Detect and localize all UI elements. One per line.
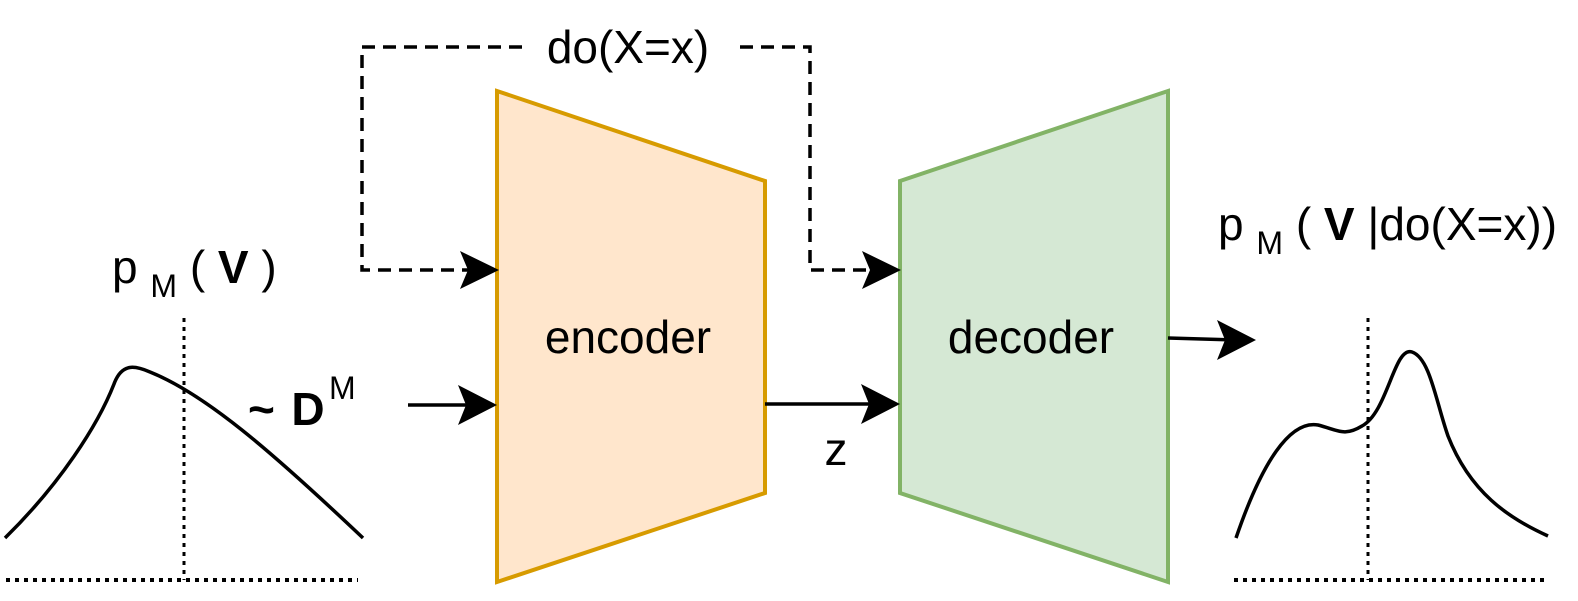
posterior-p: p — [1218, 198, 1244, 250]
posterior-label: p M ( V |do(X=x)) — [1218, 198, 1557, 264]
prior-close: ) — [261, 241, 276, 293]
output-arrowhead — [1217, 320, 1256, 360]
intervention-arrowhead-decoder — [862, 251, 901, 289]
latent-label: z — [825, 423, 848, 475]
posterior-density-curve — [1234, 350, 1549, 539]
decoder-block — [898, 88, 1170, 585]
posterior-sub: M — [1256, 225, 1283, 261]
intervention-line-right — [740, 45, 878, 272]
encoder-label: encoder — [545, 311, 711, 363]
prior-var: V — [218, 241, 249, 293]
prior-distribution — [3, 318, 365, 582]
sample-symbol: D — [291, 383, 324, 435]
input-arrowhead — [458, 385, 497, 425]
intervention-arrowhead-encoder — [460, 251, 499, 289]
posterior-distribution — [1234, 318, 1549, 582]
output-arrow-line — [1167, 336, 1237, 342]
posterior-open: ( — [1296, 198, 1312, 250]
decoder-label: decoder — [948, 311, 1114, 363]
sample-tilde: ~ — [248, 383, 275, 435]
prior-label: p M ( V ) — [112, 241, 277, 307]
sample-label: ~ D M — [248, 370, 356, 435]
prior-p: p — [112, 241, 138, 293]
prior-open: ( — [190, 241, 206, 293]
posterior-rest: |do(X=x)) — [1367, 198, 1557, 250]
encoder-block — [495, 88, 767, 585]
prior-density-curve — [3, 365, 365, 540]
intervention-label: do(X=x) — [547, 21, 709, 73]
latent-arrowhead — [861, 384, 900, 424]
prior-sub: M — [150, 268, 177, 304]
sample-superscript: M — [329, 370, 356, 406]
posterior-var: V — [1324, 198, 1355, 250]
